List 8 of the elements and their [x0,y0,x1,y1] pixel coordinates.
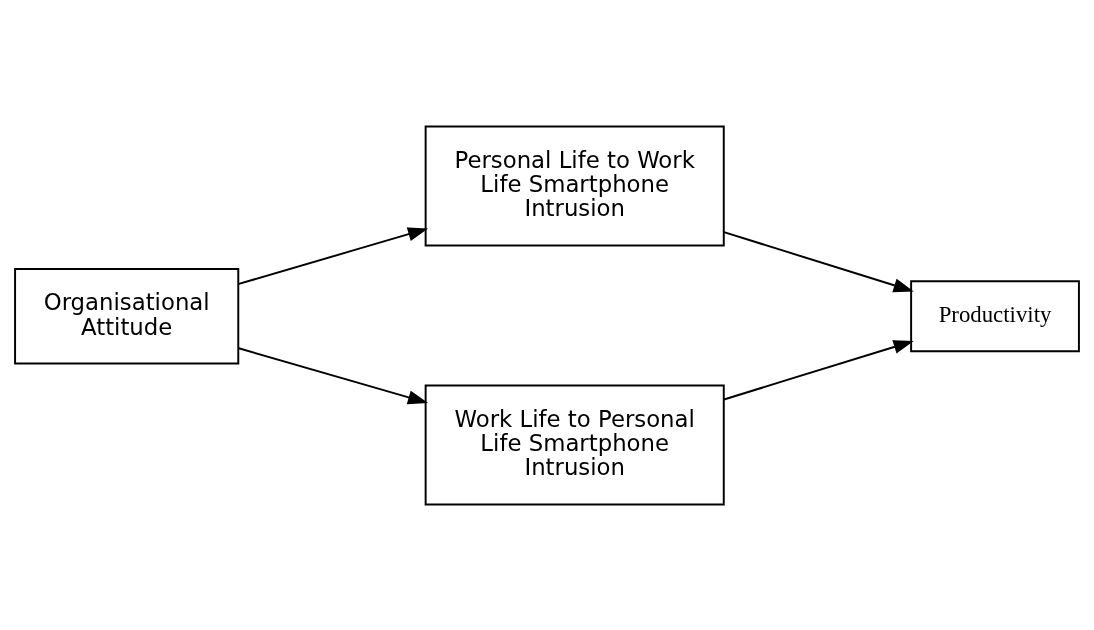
arrow [237,226,429,285]
arrow [237,346,429,404]
node-box: Productivity [910,279,1080,352]
node-box: Work Life to Personal Life Smartphone Intrusion [424,384,725,505]
node-box: Organisational Attitude [14,267,240,365]
arrow [723,339,914,400]
node-box: Personal Life to Work Life Smartphone Intrusion [424,125,725,246]
arrow [723,230,914,292]
